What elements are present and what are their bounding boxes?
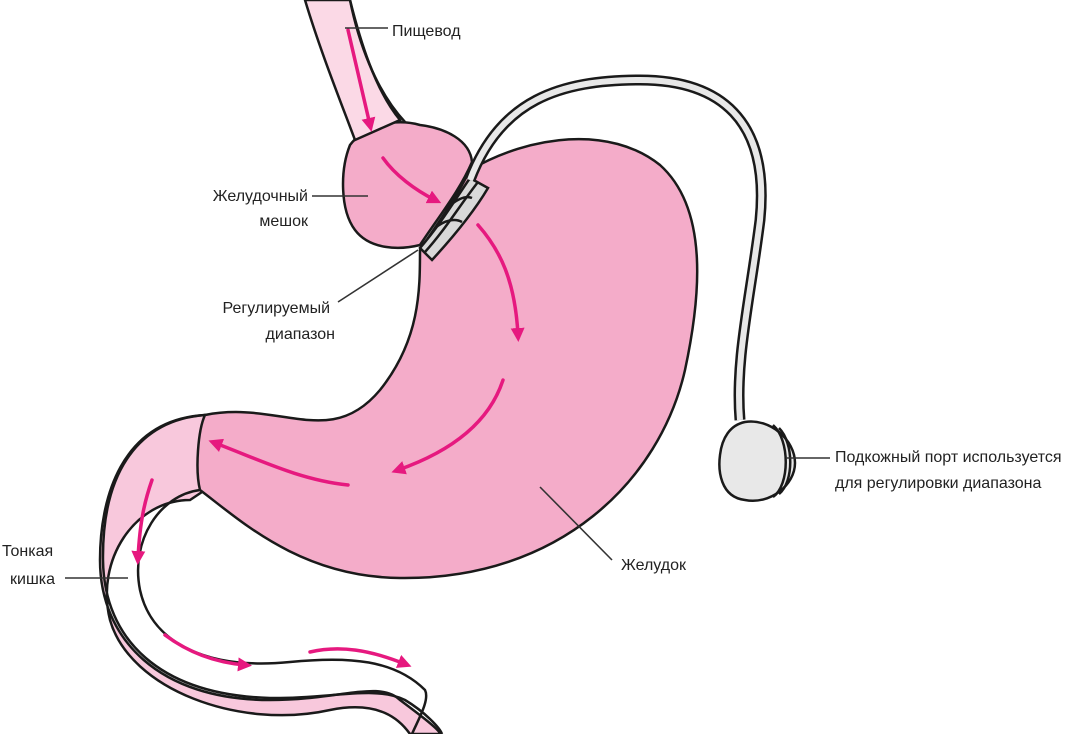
arrow-esophagus	[346, 28, 376, 132]
leader-stomach	[539, 486, 613, 561]
leader-band	[337, 249, 419, 303]
subcutaneous-port	[718, 420, 797, 503]
arrow-pouch	[381, 156, 442, 204]
label-band-line1: Регулируемый	[223, 300, 331, 317]
small-intestine-lumen	[101, 413, 444, 734]
arrow-stomach-lower	[208, 438, 350, 487]
label-pouch-line1: Желудочный	[213, 188, 308, 205]
stomach	[196, 137, 699, 580]
label-port-line2: для регулировки диапазона	[835, 475, 1041, 492]
label-intestine-line1: Тонкая	[2, 543, 53, 560]
arrow-intestine-down	[131, 478, 154, 565]
small-intestine-inner-edge	[136, 488, 428, 734]
arrow-intestine-right-2	[308, 647, 412, 668]
label-esophagus: Пищевод	[392, 23, 461, 40]
flow-arrows	[131, 28, 525, 672]
label-port-line1: Подкожный порт используется	[835, 449, 1062, 466]
esophagus-right-wall	[348, 0, 406, 123]
label-stomach: Желудок	[621, 557, 687, 574]
label-band-line2: диапазон	[266, 326, 335, 343]
label-intestine-line2: кишка	[10, 571, 55, 588]
label-pouch-line2: мешок	[259, 213, 309, 230]
arrow-stomach-upper	[476, 223, 525, 342]
arrow-stomach-middle	[391, 378, 505, 475]
connecting-tube-inner	[467, 76, 765, 421]
esophagus	[303, 0, 403, 142]
adjustable-band	[418, 176, 490, 262]
arrow-intestine-right-1	[163, 633, 252, 672]
